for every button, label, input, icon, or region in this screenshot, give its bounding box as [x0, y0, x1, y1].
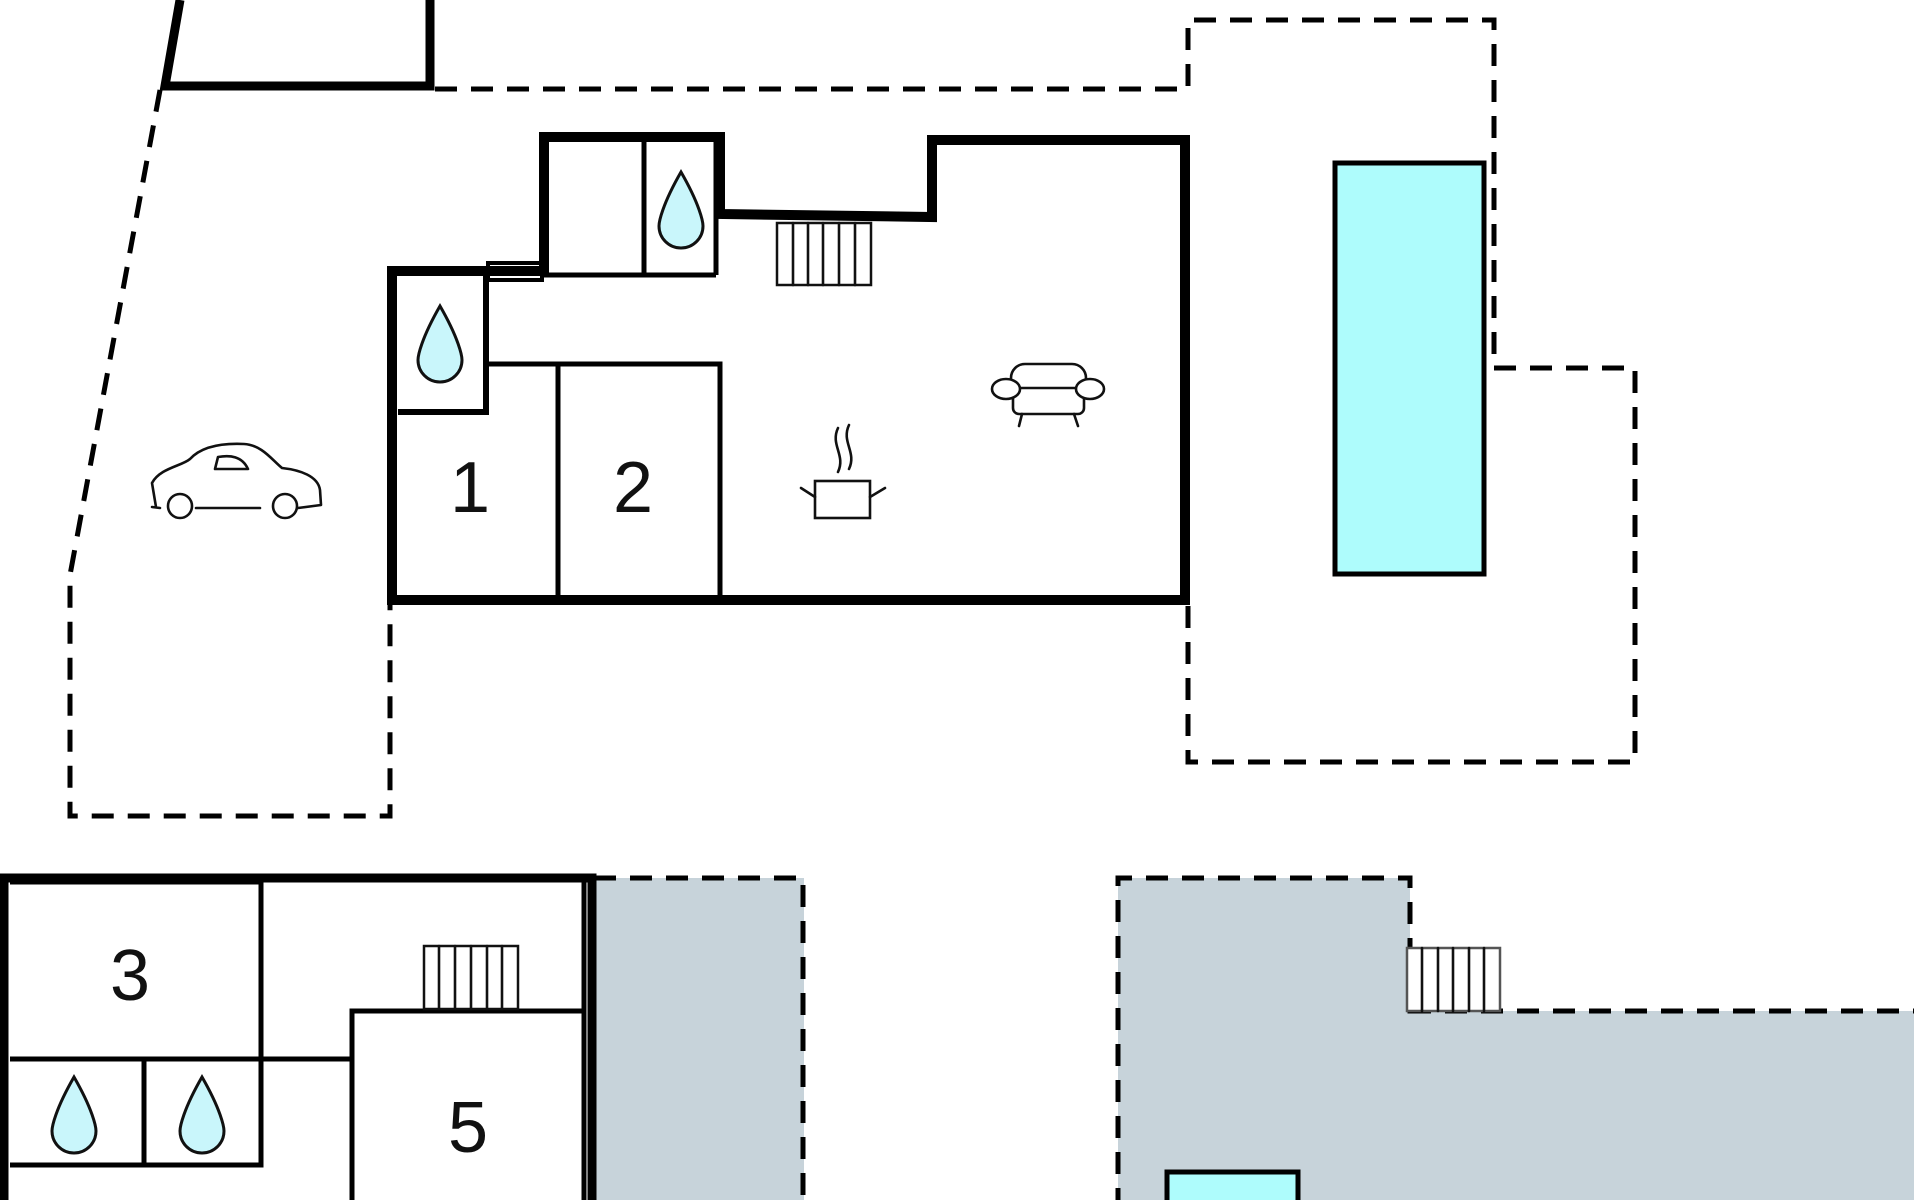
pool-icon	[1332, 160, 1487, 577]
car-icon	[150, 442, 323, 520]
upper-floor: 1 2	[67, 0, 1638, 819]
terrace-right	[1118, 878, 1914, 1200]
lower-house-outer-wall	[0, 873, 597, 1200]
lower-interior-walls	[10, 879, 584, 1200]
terrace-right-boundary	[1115, 875, 1914, 1200]
lower-floor: 3 5	[0, 873, 1914, 1200]
pool-icon	[1164, 1169, 1301, 1200]
stairs-icon	[1405, 946, 1502, 1013]
interior-walls	[398, 142, 723, 596]
water-drop-icon	[657, 168, 705, 250]
water-drop-icon	[50, 1073, 98, 1155]
stairs-icon	[775, 221, 873, 287]
partial-building-wall	[159, 0, 435, 91]
plot-boundary-left	[67, 89, 393, 819]
room-number-1: 1	[450, 448, 490, 528]
plot-boundary-top	[435, 17, 1638, 765]
water-drop-icon	[416, 302, 464, 384]
house-outer-wall	[387, 132, 1190, 605]
room-number-5: 5	[448, 1088, 488, 1168]
room-number-2: 2	[613, 448, 653, 528]
terrace-left	[592, 878, 804, 1200]
stairs-icon	[422, 944, 520, 1011]
kitchen-pot-icon	[799, 423, 887, 520]
sofa-icon	[990, 362, 1106, 428]
room-number-3: 3	[110, 936, 150, 1016]
water-drop-icon	[178, 1073, 226, 1155]
